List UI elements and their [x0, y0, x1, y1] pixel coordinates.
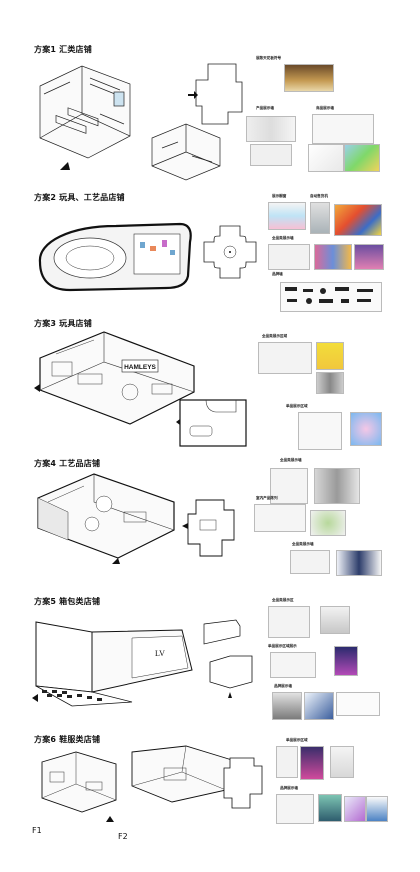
reference-photo — [272, 692, 302, 720]
reference-sketch — [298, 412, 342, 450]
reference-label: 商品展示墙 — [316, 106, 334, 110]
luggage-store-drawing: LV — [32, 621, 193, 707]
floor-plan-outline — [182, 499, 235, 557]
floor-plan-outline — [203, 619, 253, 698]
isometric-toy-store-drawing: HAMLEYS — [34, 331, 195, 425]
reference-sketch — [276, 746, 298, 778]
reference-label: 单品展示区域 — [286, 404, 308, 408]
reference-label: 产品展示墙 — [256, 106, 274, 110]
cross-floor-plan — [203, 225, 257, 279]
scheme-4: 方案4 工艺品店铺 全品类展示墙 室内产品陈列 全品类展示墙 — [0, 458, 420, 596]
reference-photo — [344, 144, 380, 172]
brand-logo-collage — [280, 282, 382, 312]
reference-sketch — [258, 342, 312, 374]
reference-photo — [300, 746, 324, 780]
scheme-5: 方案5 箱包类店铺 LV 全品类展示区 单品展示区域展示 品牌展示墙 — [0, 596, 420, 734]
reference-sketch — [276, 794, 314, 824]
store-sign: HAMLEYS — [124, 364, 156, 371]
reference-photo — [334, 646, 358, 676]
reference-sketch — [312, 114, 374, 144]
reference-sketch — [268, 606, 310, 638]
reference-sketch — [254, 504, 306, 532]
reference-photo — [354, 244, 384, 270]
reference-photo — [310, 202, 330, 234]
reference-photo — [316, 372, 344, 394]
reference-photo — [308, 144, 344, 172]
reference-photo — [268, 202, 306, 230]
reference-label: 品牌展示墙 — [280, 786, 298, 790]
reference-sketch — [270, 652, 316, 678]
reference-label: 自动售货机 — [310, 194, 328, 198]
isometric-store-drawing — [39, 65, 221, 181]
reference-photo — [336, 550, 382, 576]
reference-photo — [318, 794, 342, 822]
reference-photo — [336, 692, 380, 716]
footwear-store-drawing — [41, 745, 233, 822]
isometric-craft-store-drawing — [37, 473, 175, 564]
scheme-1: 方案1 汇类店铺 — [0, 44, 420, 182]
scheme-title: 方案6 鞋服类店铺 — [34, 735, 101, 744]
reference-photo — [246, 116, 296, 142]
scheme-title: 方案4 工艺品店铺 — [34, 459, 101, 468]
reference-photo — [310, 510, 346, 536]
floor-plan-outline — [223, 757, 263, 809]
reference-photo — [334, 204, 382, 236]
floor-label: F2 — [118, 832, 128, 841]
reference-sketch — [290, 550, 330, 574]
reference-sketch — [250, 144, 292, 166]
scheme-title: 方案1 汇类店铺 — [34, 45, 92, 54]
reference-photo — [316, 342, 344, 370]
reference-label: 全品类展示墙 — [292, 542, 314, 546]
reference-photo — [304, 692, 334, 720]
reference-label: 展示橱窗 — [272, 194, 287, 198]
floor-label: F1 — [32, 826, 42, 835]
reference-label: 品牌展示墙 — [274, 684, 292, 688]
floor-plan-outline — [188, 63, 243, 125]
reference-label: 全品类展示墙 — [280, 458, 302, 462]
capsule-store-drawing — [38, 222, 192, 292]
reference-label: 单品展示区域展示 — [268, 644, 297, 648]
scheme-title: 方案2 玩具、工艺品店铺 — [34, 193, 125, 202]
reference-label: 全品类展示区 — [272, 598, 294, 602]
reference-label: 展陈天花板符号 — [256, 56, 282, 60]
reference-photo — [314, 244, 352, 270]
reference-label: 室内产品陈列 — [256, 496, 278, 500]
reference-photo — [320, 606, 350, 634]
scheme-title: 方案3 玩具店铺 — [34, 319, 92, 328]
reference-label: 单品展示区域 — [286, 738, 308, 742]
reference-photo — [314, 468, 360, 504]
reference-photo — [344, 796, 366, 822]
reference-photo — [350, 412, 382, 446]
scheme-title: 方案5 箱包类店铺 — [34, 597, 101, 606]
reference-label: 全品类展示墙 — [272, 236, 294, 240]
reference-label: 品牌墙 — [272, 272, 283, 276]
reference-sketch — [270, 468, 308, 504]
floor-plan-outline — [176, 399, 247, 447]
reference-sketch — [268, 244, 310, 270]
scheme-2: 方案2 玩具、工艺品店铺 展示橱窗 自动售货机 全品类展示墙 品牌墙 — [0, 192, 420, 330]
reference-label: 全品类展示区域 — [262, 334, 288, 338]
reference-photo — [330, 746, 354, 778]
brand-logo: LV — [155, 649, 165, 658]
reference-photo — [366, 796, 388, 822]
scheme-6: 方案6 鞋服类店铺 F1 F2 单品展示区域 品牌展示墙 — [0, 734, 420, 872]
scheme-3: 方案3 玩具店铺 HAMLEYS 全品类展示区域 单品展示区域 — [0, 318, 420, 456]
reference-photo — [284, 64, 334, 92]
